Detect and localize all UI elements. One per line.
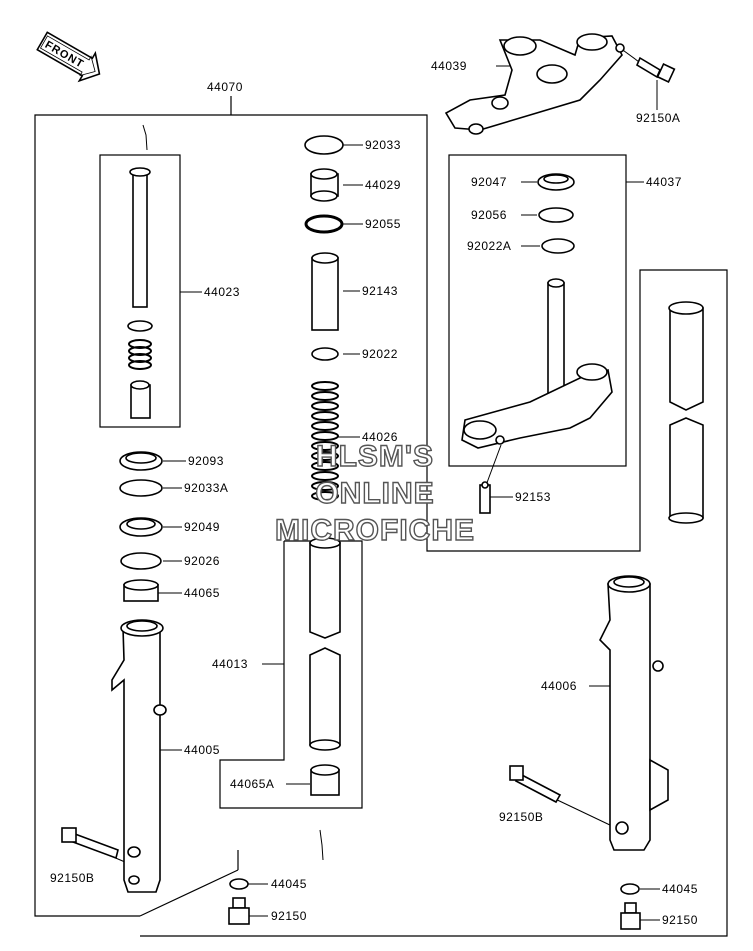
outer-tube-44005 <box>111 619 167 893</box>
oring-92055 <box>304 214 344 234</box>
label-92150A: 92150A <box>636 111 680 125</box>
oil-seal-92093 <box>119 451 163 471</box>
dust-seal-92047 <box>537 173 575 191</box>
washer-92049 <box>119 517 163 537</box>
bushing-44065A <box>310 764 340 796</box>
label-44026: 44026 <box>362 430 398 444</box>
steering-stem-box <box>448 154 627 467</box>
bolt-92150-right <box>620 902 641 930</box>
inner-tube-right <box>668 301 704 524</box>
label-92093: 92093 <box>188 454 224 468</box>
watermark-line-1: HLSM'S <box>316 440 434 473</box>
outer-tube-44006 <box>599 575 669 851</box>
circlip-92033 <box>304 135 344 155</box>
break-mark-top <box>142 124 148 151</box>
label-44039: 44039 <box>431 59 467 73</box>
label-92022A: 92022A <box>467 239 511 253</box>
cap-44029 <box>310 168 339 202</box>
label-44045-left: 44045 <box>271 877 307 891</box>
washer-92022 <box>311 347 339 361</box>
label-92047: 92047 <box>471 175 507 189</box>
label-92022: 92022 <box>362 347 398 361</box>
label-92056: 92056 <box>471 208 507 222</box>
washer-44045-left <box>229 878 249 890</box>
washer-92022A <box>541 238 575 254</box>
spring-44026 <box>311 381 339 501</box>
label-92150B-right: 92150B <box>499 810 543 824</box>
washer-92026 <box>120 552 162 570</box>
label-92150-right: 92150 <box>662 913 698 927</box>
label-44006: 44006 <box>541 679 577 693</box>
steering-stem-44037 <box>461 278 613 449</box>
spacer-92143 <box>311 252 339 331</box>
label-44023: 44023 <box>204 285 240 299</box>
damper-rod-box <box>99 154 181 428</box>
bearing-92056 <box>538 207 574 223</box>
inner-tube-44013 <box>309 537 341 751</box>
label-92150-left: 92150 <box>271 909 307 923</box>
label-92055: 92055 <box>365 217 401 231</box>
watermark-line-2: ONLINE <box>315 477 434 510</box>
damper-rod-44023 <box>127 167 153 419</box>
label-44045-right: 44045 <box>662 882 698 896</box>
label-92026: 92026 <box>184 554 220 568</box>
label-92033A: 92033A <box>184 481 228 495</box>
label-44070: 44070 <box>207 80 243 94</box>
part-labels: 44070 44039 92150A 92033 44029 92055 440… <box>50 59 698 927</box>
bolt-92153 <box>479 481 491 514</box>
label-44029: 44029 <box>365 178 401 192</box>
bushing-44065 <box>123 579 159 602</box>
washer-44045-right <box>620 883 640 895</box>
label-44013: 44013 <box>212 657 248 671</box>
label-92153: 92153 <box>515 490 551 504</box>
bolt-92150B-right <box>509 765 562 804</box>
break-mark-bottom <box>319 829 324 861</box>
bolt-92150B-left <box>61 827 119 860</box>
label-92033: 92033 <box>365 138 401 152</box>
upper-bracket-44039 <box>444 33 625 135</box>
watermark-line-3: MICROFICHE <box>275 514 475 547</box>
front-arrow-badge: FRONT <box>36 31 101 83</box>
inner-tube-box <box>219 540 363 809</box>
stop-ring-92033A <box>119 479 163 497</box>
fork-assembly-frame <box>34 114 728 937</box>
label-44037: 44037 <box>646 175 682 189</box>
label-44005: 44005 <box>184 743 220 757</box>
watermark: HLSM'S ONLINE MICROFICHE <box>274 439 475 547</box>
assembly-boxes <box>34 96 728 937</box>
label-92049: 92049 <box>184 520 220 534</box>
label-44065: 44065 <box>184 586 220 600</box>
label-44065A: 44065A <box>230 777 274 791</box>
bolt-92150A <box>635 56 676 83</box>
bolt-92150-left <box>228 897 250 925</box>
label-92143: 92143 <box>362 284 398 298</box>
label-92150B-left: 92150B <box>50 871 94 885</box>
